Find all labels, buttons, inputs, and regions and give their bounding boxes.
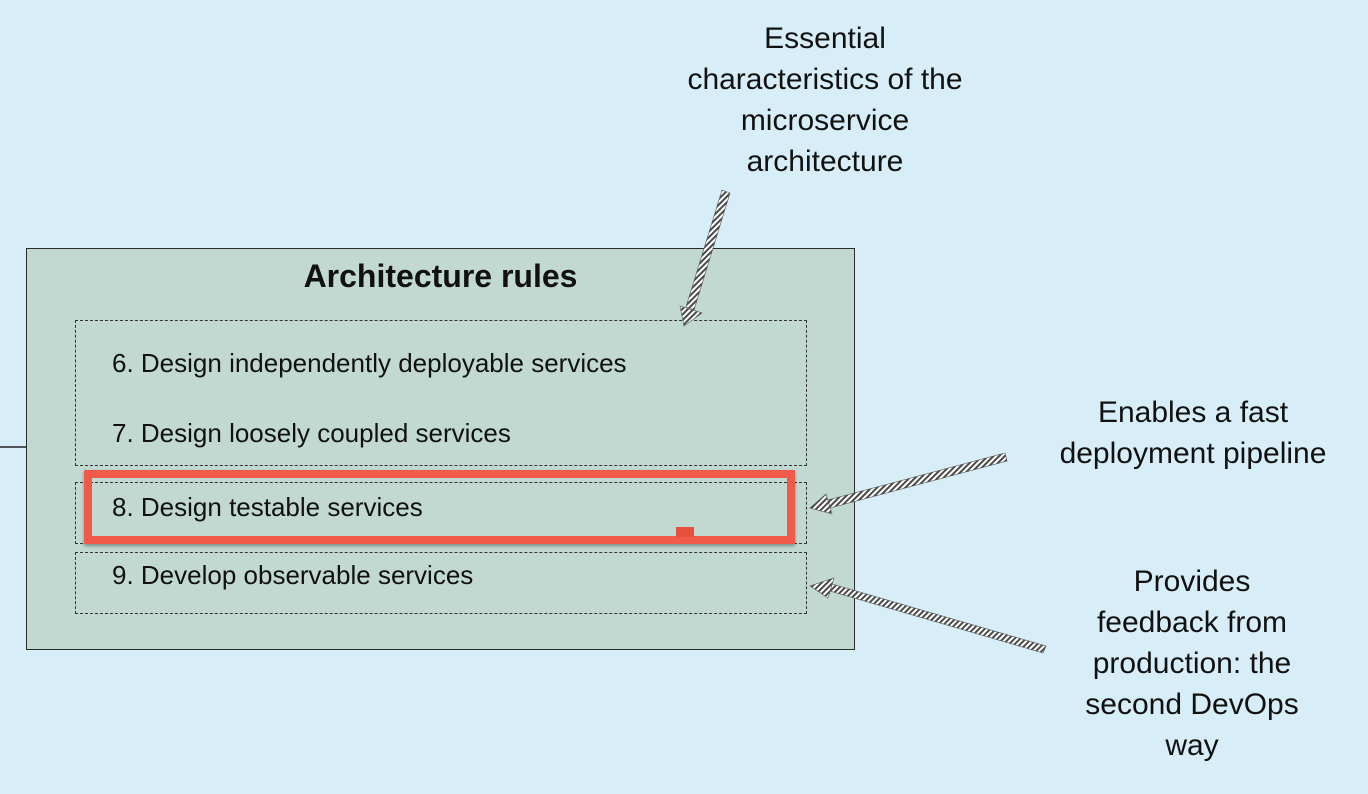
note-line: deployment pipeline xyxy=(1059,437,1327,470)
note-line: microservice xyxy=(740,104,910,137)
note-line: production: the xyxy=(1092,647,1292,680)
note-feedback: Provides feedback from production: the s… xyxy=(1050,561,1334,766)
note-line: Enables a fast xyxy=(1097,396,1289,429)
rule-6: 6. Design independently deployable servi… xyxy=(112,348,627,378)
note-line: Provides xyxy=(1133,565,1251,598)
arrow-feedback xyxy=(809,577,1047,654)
note-line: way xyxy=(1165,729,1219,762)
note-pipeline: Enables a fast deployment pipeline xyxy=(1030,392,1356,474)
note-line: feedback from xyxy=(1096,606,1288,639)
note-line: architecture xyxy=(746,145,904,178)
arrow-pipeline xyxy=(809,452,1008,515)
note-line: characteristics of the xyxy=(687,63,963,96)
architecture-rules-panel xyxy=(26,248,855,650)
group-characteristics xyxy=(75,320,807,466)
note-line: second DevOps xyxy=(1085,688,1299,721)
group-observable xyxy=(75,552,807,614)
highlight-box xyxy=(84,470,795,544)
note-characteristics: Essential characteristics of the microse… xyxy=(640,18,1010,182)
rule-8: 8. Design testable services xyxy=(112,492,423,522)
panel-title: Architecture rules xyxy=(303,258,578,294)
rule-7: 7. Design loosely coupled services xyxy=(112,418,511,448)
arrow-characteristics xyxy=(679,189,731,327)
rule-9: 9. Develop observable services xyxy=(112,560,474,590)
highlight-marker xyxy=(676,527,694,537)
note-line: Essential xyxy=(764,22,886,55)
